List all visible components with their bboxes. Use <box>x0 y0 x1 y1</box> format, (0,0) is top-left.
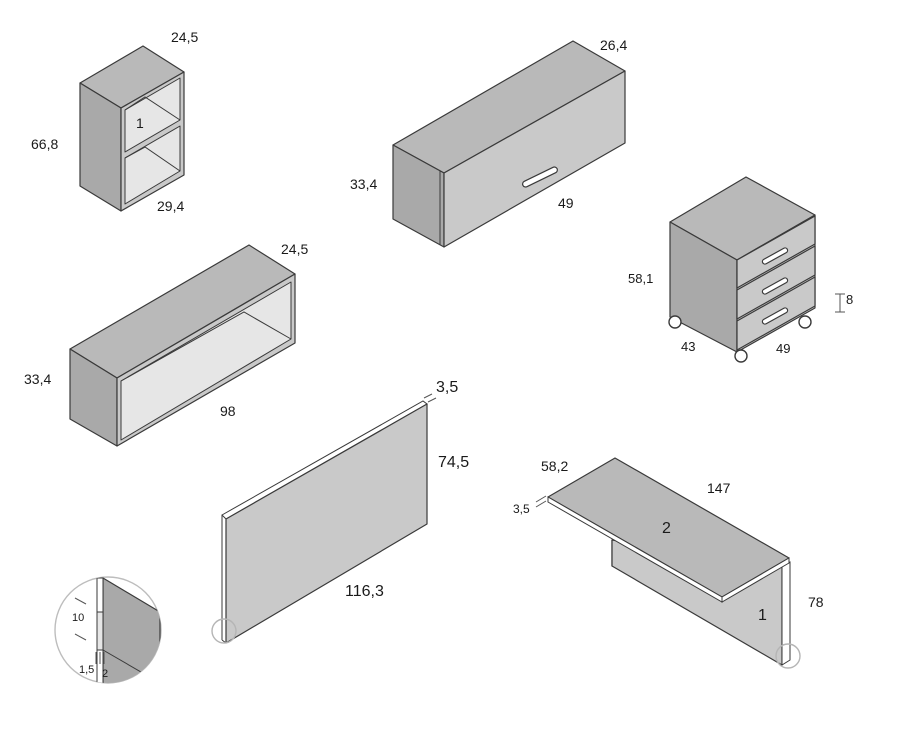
pedestal-depth: 43 <box>681 339 695 354</box>
panel-height: 74,5 <box>438 454 469 471</box>
panel-foot-detail-marker <box>211 618 237 644</box>
wall-cabinet-depth: 24,5 <box>171 29 198 45</box>
drawer-pedestal: 8 58,1 43 49 <box>628 176 853 363</box>
wall-unit-front <box>443 70 626 248</box>
wall-cabinet-inner-line <box>124 96 181 121</box>
pedestal-handle-1 <box>761 247 789 265</box>
wall-unit-width: 49 <box>558 195 574 211</box>
desk-top-edge-side <box>721 557 790 603</box>
pedestal-handle-2 <box>761 277 789 295</box>
desk-leg-edge <box>781 561 791 666</box>
desk-length: 147 <box>707 480 731 496</box>
pedestal-height: 58,1 <box>628 271 653 286</box>
panel-thickness-tick <box>427 397 437 403</box>
pedestal-handle-3 <box>761 307 789 325</box>
wall-cabinet-shelf-label: 1 <box>136 115 144 131</box>
panel-face <box>225 403 428 644</box>
desk-thickness: 3,5 <box>513 502 530 516</box>
open-shelf-height: 33,4 <box>24 371 51 387</box>
wall-cabinet-inner-line <box>124 146 181 172</box>
open-shelf-width: 98 <box>220 403 236 419</box>
desk-foot-detail-marker <box>775 643 801 669</box>
wall-unit-height: 33,4 <box>350 176 377 192</box>
pedestal-wheel <box>798 315 812 329</box>
wall-unit-depth: 26,4 <box>600 37 627 53</box>
open-shelf-back-line <box>120 311 292 382</box>
wall-cabinet: 1 24,5 66,8 29,4 <box>31 29 198 214</box>
pedestal-wheel <box>734 349 748 363</box>
desk-depth: 58,2 <box>541 458 568 474</box>
desk: 58,2 147 3,5 78 2 1 <box>513 457 824 669</box>
desk-thickness-tick <box>535 495 547 503</box>
desk-top-label: 2 <box>662 520 671 537</box>
pedestal-drawer-height: 8 <box>846 292 853 307</box>
desk-height: 78 <box>808 594 824 610</box>
detail-panel-side <box>102 577 161 683</box>
wall-cabinet-height: 66,8 <box>31 136 58 152</box>
desk-leg-label: 1 <box>758 607 767 624</box>
detail-right-thickness: 2 <box>102 668 108 680</box>
desk-thickness-tick <box>535 500 547 508</box>
detail-left-thickness: 1,5 <box>79 664 94 676</box>
side-panel: 3,5 74,5 116,3 <box>211 379 469 644</box>
panel-thickness-tick <box>423 393 433 399</box>
detail-height-tick <box>74 633 87 641</box>
wall-unit-handle <box>522 166 558 188</box>
wall-cabinet-width: 29,4 <box>157 198 184 214</box>
detail-height: 10 <box>72 612 84 624</box>
open-shelf-depth: 24,5 <box>281 241 308 257</box>
wall-unit-door: 26,4 33,4 49 <box>350 37 627 248</box>
detail-height-tick <box>74 597 87 605</box>
panel-width: 116,3 <box>345 583 384 600</box>
panel-thickness: 3,5 <box>436 379 458 396</box>
open-shelf: 24,5 33,4 98 <box>24 241 308 447</box>
pedestal-wheel <box>668 315 682 329</box>
foot-detail: 10 1,5 2 <box>54 576 162 684</box>
detail-foot-recess <box>96 611 104 651</box>
pedestal-width: 49 <box>776 341 790 356</box>
